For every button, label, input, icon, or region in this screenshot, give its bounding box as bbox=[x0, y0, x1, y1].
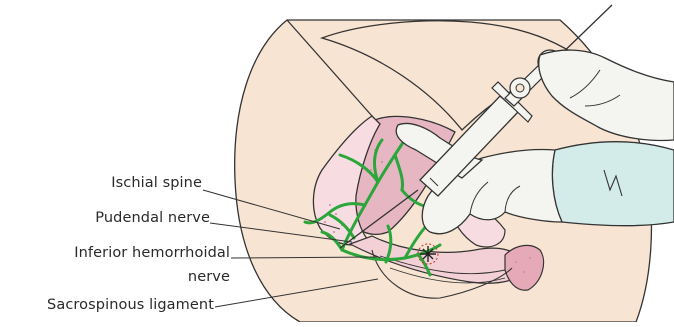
label-sacrospinous-ligament: Sacrospinous ligament bbox=[47, 298, 214, 313]
label-inferior-hemorrhoidal-line2: nerve bbox=[188, 270, 230, 285]
label-pudendal-nerve: Pudendal nerve bbox=[95, 211, 210, 226]
label-ischial-spine: Ischial spine bbox=[111, 176, 202, 191]
label-inferior-hemorrhoidal-line1: Inferior hemorrhoidal bbox=[74, 246, 230, 261]
syringe-ring-2-hole bbox=[516, 84, 524, 92]
